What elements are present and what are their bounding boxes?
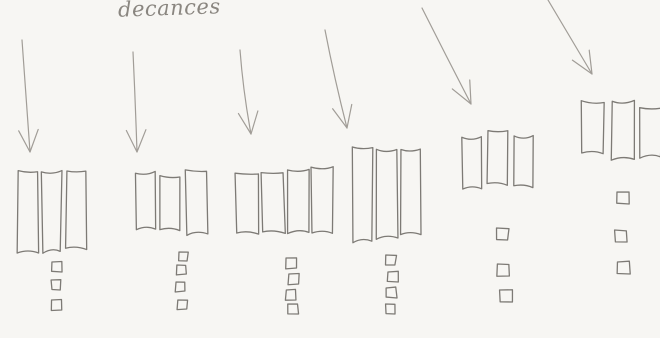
sketch-square [617,192,629,204]
sketch-bar [135,171,155,229]
sketch-bar [352,147,372,243]
groups [17,100,660,314]
arrows [19,0,592,152]
down-arrow-icon [238,50,257,134]
sketch-square [51,299,61,310]
sketch-square [176,265,186,275]
sketch-bar [185,170,208,235]
sketch-bar [376,149,398,239]
sketch-group [135,170,207,310]
sketch-square [51,280,61,290]
sketch-square [615,230,628,242]
down-arrow-icon [422,8,471,104]
down-arrow-icon [325,30,352,128]
sketch-square [179,252,189,261]
down-arrow-icon [126,52,146,152]
sketch-square [386,287,397,298]
sketch-bar [261,173,285,234]
sketch-square [177,300,187,310]
sketch-square [52,261,62,272]
sketch-square [386,255,397,265]
sketch-bar [235,173,259,234]
sketch-square [387,271,398,282]
sketch-bar [401,149,421,235]
sketch-bar [640,108,660,158]
sketch-bar [41,171,62,254]
sketch-square [497,264,510,276]
sketch-bar [611,100,634,160]
sketch-bar [17,171,38,253]
down-arrow-icon [19,40,39,152]
sketch-bar [462,137,482,189]
sketch-bar [66,171,87,250]
sketch-square [500,290,513,302]
sketch-square [288,274,299,285]
sketch-square [285,289,296,300]
sketch-bar [288,169,310,233]
sketch-bar [160,176,180,231]
sketch-square [617,261,630,274]
sketch-square [175,282,185,292]
sketch-group [17,171,87,311]
sketch-group [352,147,421,314]
sketch-square [386,304,395,314]
sketch-square [286,258,297,269]
sketch-bar [514,136,533,188]
sketch-square [288,304,299,314]
down-arrow-icon [548,0,592,74]
sketch-group [462,131,533,302]
sketch-bar [581,101,604,154]
sketch-bar [487,131,508,186]
sketch-group [581,100,660,274]
sketch-group [235,167,333,314]
sketch-bar [311,167,333,234]
sketch-square [497,228,509,240]
